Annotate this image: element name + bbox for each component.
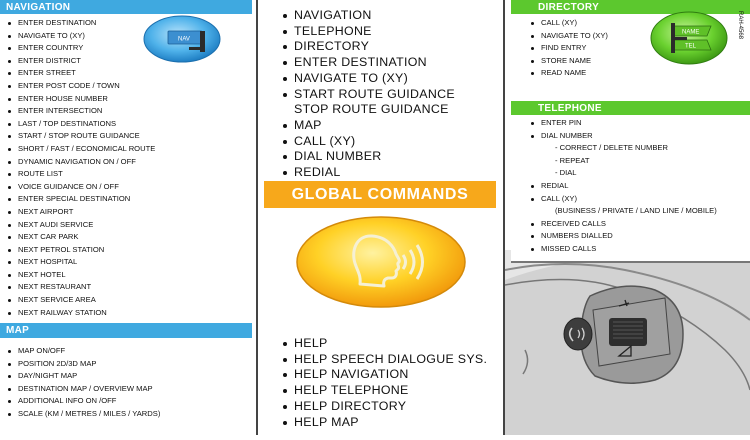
navigation-header: NAVIGATION: [0, 0, 252, 14]
telephone-command-item: - DIAL: [555, 168, 577, 178]
navigation-command-item: NEXT HOTEL: [0, 269, 252, 282]
navigation-command-item: START / STOP ROUTE GUIDANCE: [0, 130, 252, 143]
steering-wheel-illustration: [504, 250, 750, 435]
navigation-command-item: NEXT AIRPORT: [0, 206, 252, 219]
voice-command-button-icon: [294, 214, 468, 310]
map-command-item: DESTINATION MAP / OVERVIEW MAP: [0, 383, 252, 396]
telephone-command-item: DIAL NUMBER: [523, 130, 750, 143]
directory-command-item: STORE NAME: [523, 55, 750, 68]
navigation-command-item: NEXT AUDI SERVICE: [0, 219, 252, 232]
directory-command-item: FIND ENTRY: [523, 42, 750, 55]
telephone-command-item: - REPEAT: [555, 155, 590, 165]
help-command-item: HELP DIRECTORY: [262, 399, 487, 415]
navigation-command-item: ENTER COUNTRY: [0, 42, 252, 55]
navigation-command-item: ENTER POST CODE / TOWN: [0, 80, 252, 93]
global-command-item: ENTER DESTINATION: [262, 55, 455, 71]
global-command-item: DIRECTORY: [262, 39, 455, 55]
navigation-command-item: ENTER DESTINATION: [0, 17, 252, 30]
global-command-item: TELEPHONE: [262, 24, 455, 40]
navigation-command-item: NEXT PETROL STATION: [0, 244, 252, 257]
global-command-item: NAVIGATE TO (XY): [262, 71, 455, 87]
telephone-command-item: MISSED CALLS: [523, 243, 750, 256]
map-command-item: SCALE (KM / METRES / MILES / YARDS): [0, 408, 252, 421]
help-command-item: HELP MAP: [262, 415, 487, 431]
global-command-item: CALL (XY): [262, 134, 455, 150]
help-command-item: HELP SPEECH DIALOGUE SYS.: [262, 352, 487, 368]
figure-id: RAH-4568: [737, 10, 743, 39]
help-command-item: HELP TELEPHONE: [262, 383, 487, 399]
tel-button-label: TEL: [685, 44, 697, 50]
telephone-command-item: (BUSINESS / PRIVATE / LAND LINE / MOBILE…: [555, 206, 717, 216]
navigation-command-item: LAST / TOP DESTINATIONS: [0, 118, 252, 131]
column-divider-right: [503, 0, 505, 435]
global-command-item: REDIAL: [262, 165, 455, 181]
global-command-item: MAP: [262, 118, 455, 134]
directory-command-item: READ NAME: [523, 67, 750, 80]
navigation-command-item: ENTER STREET: [0, 67, 252, 80]
navigation-command-item: VOICE GUIDANCE ON / OFF: [0, 181, 252, 194]
navigation-command-item: ROUTE LIST: [0, 168, 252, 181]
navigation-command-item: NAVIGATE TO (XY): [0, 30, 252, 43]
name-button-label: NAME: [682, 30, 699, 36]
telephone-command-item: - CORRECT / DELETE NUMBER: [555, 143, 668, 153]
navigation-command-item: NEXT CAR PARK: [0, 231, 252, 244]
navigation-command-item: ENTER SPECIAL DESTINATION: [0, 193, 252, 206]
directory-command-item: NAVIGATE TO (XY): [523, 30, 750, 43]
global-command-item: START ROUTE GUIDANCE: [262, 87, 455, 103]
navigation-command-item: NEXT SERVICE AREA: [0, 294, 252, 307]
nav-button-label: NAV: [178, 37, 190, 43]
telephone-command-item: RECEIVED CALLS: [523, 218, 750, 231]
global-commands-header: GLOBAL COMMANDS: [264, 181, 496, 208]
navigation-command-item: DYNAMIC NAVIGATION ON / OFF: [0, 156, 252, 169]
directory-header: DIRECTORY: [511, 0, 750, 14]
telephone-command-item: ENTER PIN: [523, 117, 750, 130]
navigation-command-item: NEXT RESTAURANT: [0, 281, 252, 294]
help-command-item: HELP: [262, 336, 487, 352]
telephone-header: TELEPHONE: [511, 101, 750, 115]
name-tel-button-icon: NAME TEL: [649, 10, 729, 66]
navigation-command-item: ENTER HOUSE NUMBER: [0, 93, 252, 106]
telephone-command-item: NUMBERS DIALLED: [523, 230, 750, 243]
global-command-item: DIAL NUMBER: [262, 149, 455, 165]
help-command-item: HELP NAVIGATION: [262, 367, 487, 383]
telephone-command-item: REDIAL: [523, 180, 750, 193]
nav-button-icon: NAV: [142, 14, 222, 64]
navigation-command-item: ENTER DISTRICT: [0, 55, 252, 68]
navigation-command-item: NEXT RAILWAY STATION: [0, 307, 252, 320]
navigation-command-item: SHORT / FAST / ECONOMICAL ROUTE: [0, 143, 252, 156]
navigation-command-item: ENTER INTERSECTION: [0, 105, 252, 118]
directory-command-item: CALL (XY): [523, 17, 750, 30]
map-command-item: ADDITIONAL INFO ON /OFF: [0, 395, 252, 408]
global-command-item: NAVIGATION: [262, 8, 455, 24]
directory-panel: DIRECTORY CALL (XY)NAVIGATE TO (XY)FIND …: [511, 0, 750, 99]
global-command-item: STOP ROUTE GUIDANCE: [294, 102, 449, 117]
map-command-item: DAY/NIGHT MAP: [0, 370, 252, 383]
panel-shadow-border: [511, 261, 750, 263]
navigation-command-item: NEXT HOSPITAL: [0, 256, 252, 269]
map-command-item: POSITION 2D/3D MAP: [0, 358, 252, 371]
map-command-item: MAP ON/OFF: [0, 345, 252, 358]
column-divider-left: [256, 0, 258, 435]
map-header: MAP: [0, 323, 252, 338]
telephone-command-item: CALL (XY): [523, 193, 750, 206]
